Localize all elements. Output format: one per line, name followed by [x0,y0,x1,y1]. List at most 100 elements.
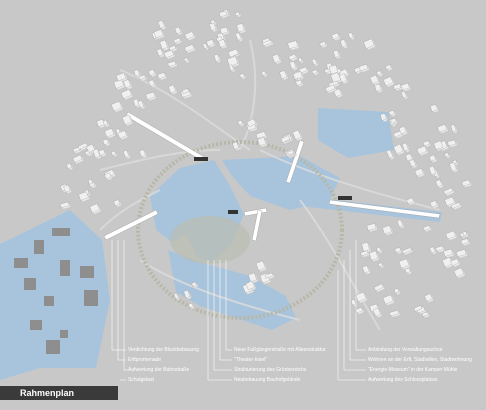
building-block [339,73,348,83]
legend-item-7: Strukturierung des Grünbereichs [234,367,307,373]
building-block [139,149,146,157]
building-block [292,71,303,80]
building-block [400,90,407,99]
building-block [77,142,88,150]
building-block [98,149,106,156]
building-block [355,291,367,303]
legend-item-5: Neue Fußgängerstraße mit Alleenstruktur [234,347,326,353]
building-block [182,88,189,94]
building-block [398,258,410,269]
building-block [328,64,339,75]
legend-item-12: Aufwertung des Schlossplatzes [368,377,438,383]
building-block [159,39,168,50]
building-block [228,48,239,58]
building-block [248,272,257,283]
building-block [444,152,450,158]
building-block [173,37,181,44]
building-block [117,130,127,139]
building-block [422,140,430,147]
building-block [228,64,235,72]
building-block [264,272,274,279]
building-block [388,109,395,116]
legend-item-10: Wohnen an der Erft, Stadtvillen, Stadtwo… [368,357,472,363]
building-block [148,69,156,76]
legend-item-8: Neubebauung Bauhofgelände [234,377,301,383]
building-block [429,154,437,162]
building-block [360,250,369,257]
legend-item-6: "Theater-Insel" [234,357,268,363]
building-block [184,31,195,40]
building-block [63,184,71,193]
building-block [331,32,340,40]
building-block [442,256,453,268]
building-block [450,258,460,266]
building-block [437,124,448,133]
building-block [255,260,266,271]
area-center-east [222,156,340,210]
building-block [376,70,382,76]
building-block [362,265,370,274]
area-northeast [318,108,394,158]
building-block [113,79,124,89]
building-block [386,149,394,159]
building-block [369,74,379,85]
building-block [350,299,357,306]
building-block [406,197,414,205]
building-block [450,124,457,133]
building-block [433,140,444,151]
axis-bars [103,111,441,242]
building-block [234,11,241,17]
building-block [184,44,195,52]
building-block [402,142,409,152]
legend-item-2: Erftpromenade [128,357,162,363]
building-block [218,10,228,18]
building-block [394,247,401,253]
building-block [402,247,412,254]
building-block [104,128,115,138]
building-block [413,305,423,312]
title-bar [0,386,118,400]
building-block [319,41,327,47]
building-block [66,162,72,170]
building-block [456,249,467,257]
building-block [347,32,354,39]
legend-item-1: Verdichtung der Blockbebauung [128,347,199,353]
building-block [378,262,383,267]
building-block [422,225,431,231]
building-block [255,131,266,139]
building-block [226,56,239,67]
building-block [236,23,245,33]
building-block [361,242,370,252]
building-block [122,149,130,158]
building-block [393,143,404,155]
page-title: Rahmenplan [20,388,75,398]
building-block [445,230,456,240]
building-block [393,83,402,90]
building-block [72,154,83,163]
west-site-buildings [14,228,98,354]
building-block [213,54,220,62]
building-block [353,66,361,73]
building-block [451,202,461,209]
building-block [104,172,112,180]
building-block [460,238,469,245]
building-block [120,89,132,99]
building-block [280,135,291,143]
building-block [421,311,429,317]
building-block [92,148,101,158]
building-block [111,101,123,112]
building-block [444,196,455,207]
building-block [443,187,454,195]
streets [99,39,441,331]
building-block [153,29,164,39]
building-block [174,26,181,34]
building-block [288,53,297,61]
building-block [87,178,93,185]
building-block [163,49,174,59]
building-block [111,150,116,156]
building-block [363,38,375,49]
building-block [148,79,155,87]
building-block [168,84,176,94]
building-block [311,58,318,66]
building-block [430,104,438,112]
